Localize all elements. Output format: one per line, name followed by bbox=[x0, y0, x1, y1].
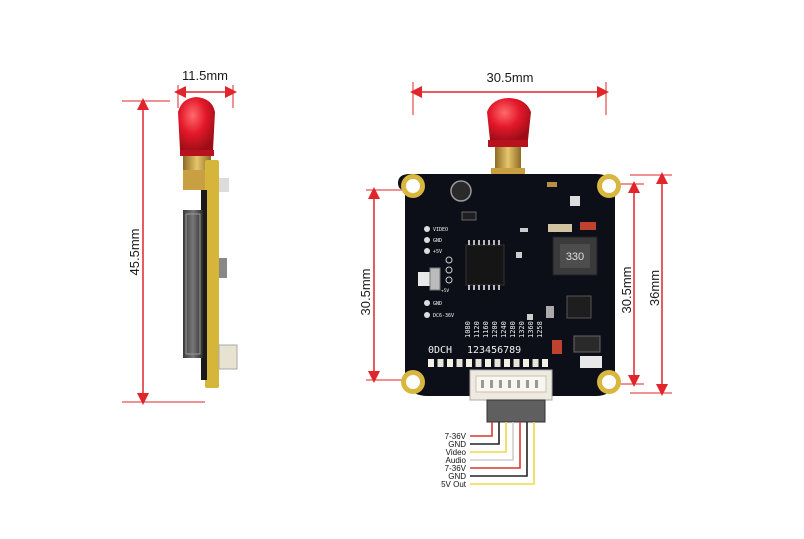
front-inner-height-dimension: 30.5mm bbox=[614, 181, 644, 387]
wire-label: 7-36V bbox=[445, 464, 467, 473]
wire bbox=[470, 422, 535, 485]
channel-leds bbox=[428, 359, 548, 367]
jst-connector bbox=[469, 369, 553, 401]
smd-components bbox=[461, 182, 602, 368]
sma-connector-side bbox=[183, 156, 211, 170]
frequency-label: 1280 bbox=[509, 321, 517, 338]
wire-label: Video bbox=[446, 448, 467, 457]
wire-label: GND bbox=[448, 440, 466, 449]
wire-label: GND bbox=[448, 472, 466, 481]
front-view: 30.5mm 30.5mm 30.5mm 36mm bbox=[358, 70, 672, 423]
front-left-height-label: 30.5mm bbox=[358, 269, 373, 316]
channel-digits: 123456789 bbox=[467, 345, 521, 356]
channel-led bbox=[437, 359, 444, 367]
main-ic bbox=[465, 244, 505, 286]
channel-led bbox=[523, 359, 529, 367]
channel-led bbox=[485, 359, 491, 367]
cable-plug bbox=[486, 399, 546, 423]
wire bbox=[470, 422, 493, 437]
side-height-dimension: 45.5mm bbox=[122, 98, 205, 405]
side-height-label: 45.5mm bbox=[127, 229, 142, 276]
mounting-holes bbox=[401, 174, 621, 394]
front-outer-height-label: 36mm bbox=[647, 270, 662, 306]
wire bbox=[470, 422, 514, 461]
front-left-height-dimension: 30.5mm bbox=[358, 187, 405, 383]
front-width-dimension: 30.5mm bbox=[410, 70, 609, 115]
switch-label: +5V bbox=[441, 288, 449, 294]
antenna-front bbox=[487, 98, 531, 206]
channel-led bbox=[475, 359, 482, 367]
frequency-label: 1320 bbox=[518, 321, 526, 338]
power-pads: VIDEO GND +5V GND DC6-36V bbox=[424, 226, 454, 319]
frequency-label: 1240 bbox=[500, 321, 508, 338]
wire bbox=[470, 422, 507, 453]
wire-label: Audio bbox=[446, 456, 467, 465]
channel-led bbox=[532, 359, 539, 367]
switch-side bbox=[219, 258, 227, 278]
mic-side bbox=[219, 178, 229, 192]
frequency-label: 1258 bbox=[536, 321, 544, 338]
pad-label-gnd-2: GND bbox=[433, 301, 442, 307]
front-width-label: 30.5mm bbox=[487, 70, 534, 85]
channel-led bbox=[513, 359, 520, 367]
frequency-label: 1080 bbox=[464, 321, 472, 338]
pad-label-gnd: GND bbox=[433, 238, 442, 244]
channel-led bbox=[494, 359, 501, 367]
component-stack-side bbox=[183, 210, 203, 358]
channel-led bbox=[542, 359, 548, 367]
channel-led bbox=[466, 359, 472, 367]
pcb-edge-side bbox=[205, 160, 219, 388]
wire bbox=[470, 422, 500, 445]
microphone bbox=[450, 180, 472, 202]
wire-label: 7-36V bbox=[445, 432, 467, 441]
side-view: 11.5mm 45.5mm bbox=[122, 68, 238, 405]
pcb-core-side bbox=[201, 190, 207, 380]
side-width-label: 11.5mm bbox=[182, 68, 228, 83]
wire bbox=[470, 422, 528, 477]
pin-header bbox=[445, 256, 453, 284]
channel-prefix: 0DCH bbox=[428, 345, 452, 356]
inductor-code: 330 bbox=[566, 251, 584, 263]
channel-led bbox=[456, 359, 463, 367]
frequency-label: 1360 bbox=[527, 321, 535, 338]
front-outer-height-dimension: 36mm bbox=[630, 172, 672, 396]
channel-led bbox=[504, 359, 510, 367]
pad-label-5v: +5V bbox=[433, 249, 442, 255]
pad-label-dc: DC6-36V bbox=[433, 313, 454, 319]
channel-led bbox=[447, 359, 453, 367]
connector-side bbox=[218, 344, 238, 370]
wire bbox=[470, 422, 521, 469]
pad-label-video: VIDEO bbox=[433, 227, 448, 233]
frequency-label: 1120 bbox=[473, 321, 481, 338]
side-width-dimension: 11.5mm bbox=[174, 68, 237, 108]
front-inner-height-label: 30.5mm bbox=[619, 267, 634, 314]
antenna-cap-side bbox=[178, 97, 215, 156]
wire-label: 5V Out bbox=[441, 480, 467, 489]
frequency-label: 1200 bbox=[491, 321, 499, 338]
frequency-label: 1160 bbox=[482, 321, 490, 338]
channel-switch bbox=[418, 272, 430, 286]
channel-led bbox=[428, 359, 434, 367]
